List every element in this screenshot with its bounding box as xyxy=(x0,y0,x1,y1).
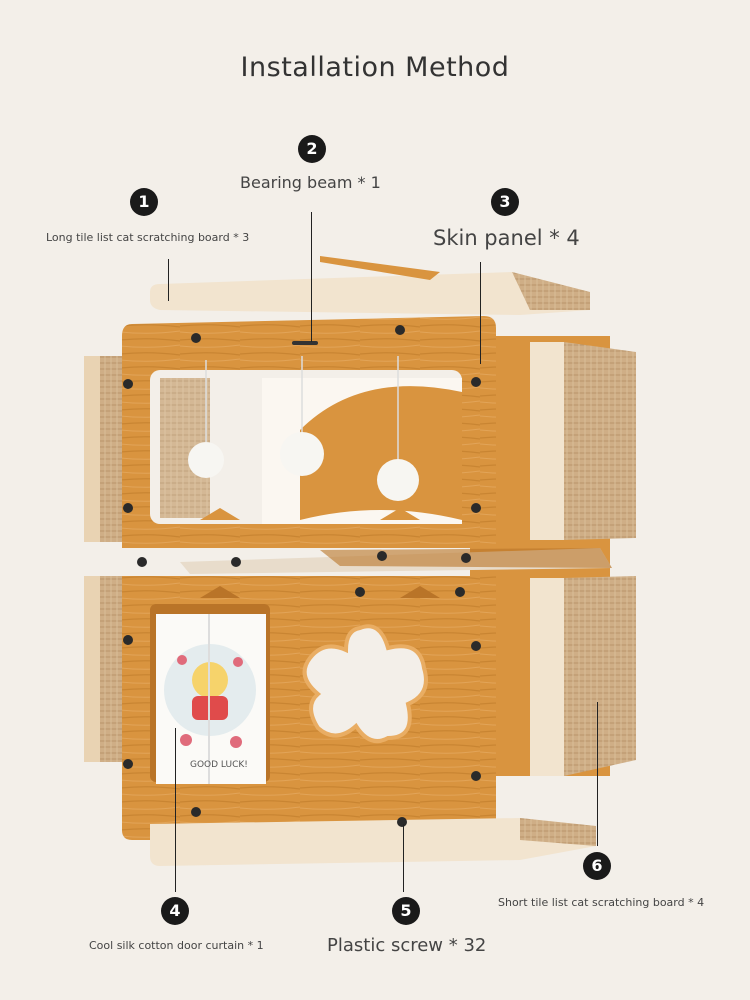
door-curtain xyxy=(156,614,266,784)
leader-line-4 xyxy=(175,728,176,892)
leader-line-6 xyxy=(597,702,598,846)
part-number-badge-4: 4 xyxy=(161,897,189,925)
leader-line-3 xyxy=(480,262,481,364)
leader-line-5 xyxy=(403,824,404,892)
page-title: Installation Method xyxy=(240,52,510,83)
part-label-1: Long tile list cat scratching board * 3 xyxy=(46,231,250,244)
right-side-board-upper xyxy=(530,342,636,540)
part-number-badge-6: 6 xyxy=(583,852,611,880)
part-label-2: Bearing beam * 1 xyxy=(240,173,381,192)
top-scratching-board xyxy=(150,256,590,315)
part-label-6: Short tile list cat scratching board * 4 xyxy=(498,896,705,909)
right-side-board-lower xyxy=(530,576,636,776)
part-label-3: Skin panel * 4 xyxy=(433,226,580,250)
curtain-text: GOOD LUCK! xyxy=(190,760,248,770)
part-number-badge-1: 1 xyxy=(130,188,158,216)
plastic-screws xyxy=(123,325,481,827)
part-label-5: Plastic screw * 32 xyxy=(327,935,487,956)
part-number-badge-2: 2 xyxy=(298,135,326,163)
part-label-4: Cool silk cotton door curtain * 1 xyxy=(89,939,264,952)
leader-line-2 xyxy=(311,212,312,342)
part-number-badge-3: 3 xyxy=(491,188,519,216)
leader-line-1 xyxy=(168,259,169,301)
upper-front-panel xyxy=(122,316,496,548)
part-number-badge-5: 5 xyxy=(392,897,420,925)
hanging-pom-poms xyxy=(188,356,419,501)
bottom-scratching-board xyxy=(150,818,596,866)
